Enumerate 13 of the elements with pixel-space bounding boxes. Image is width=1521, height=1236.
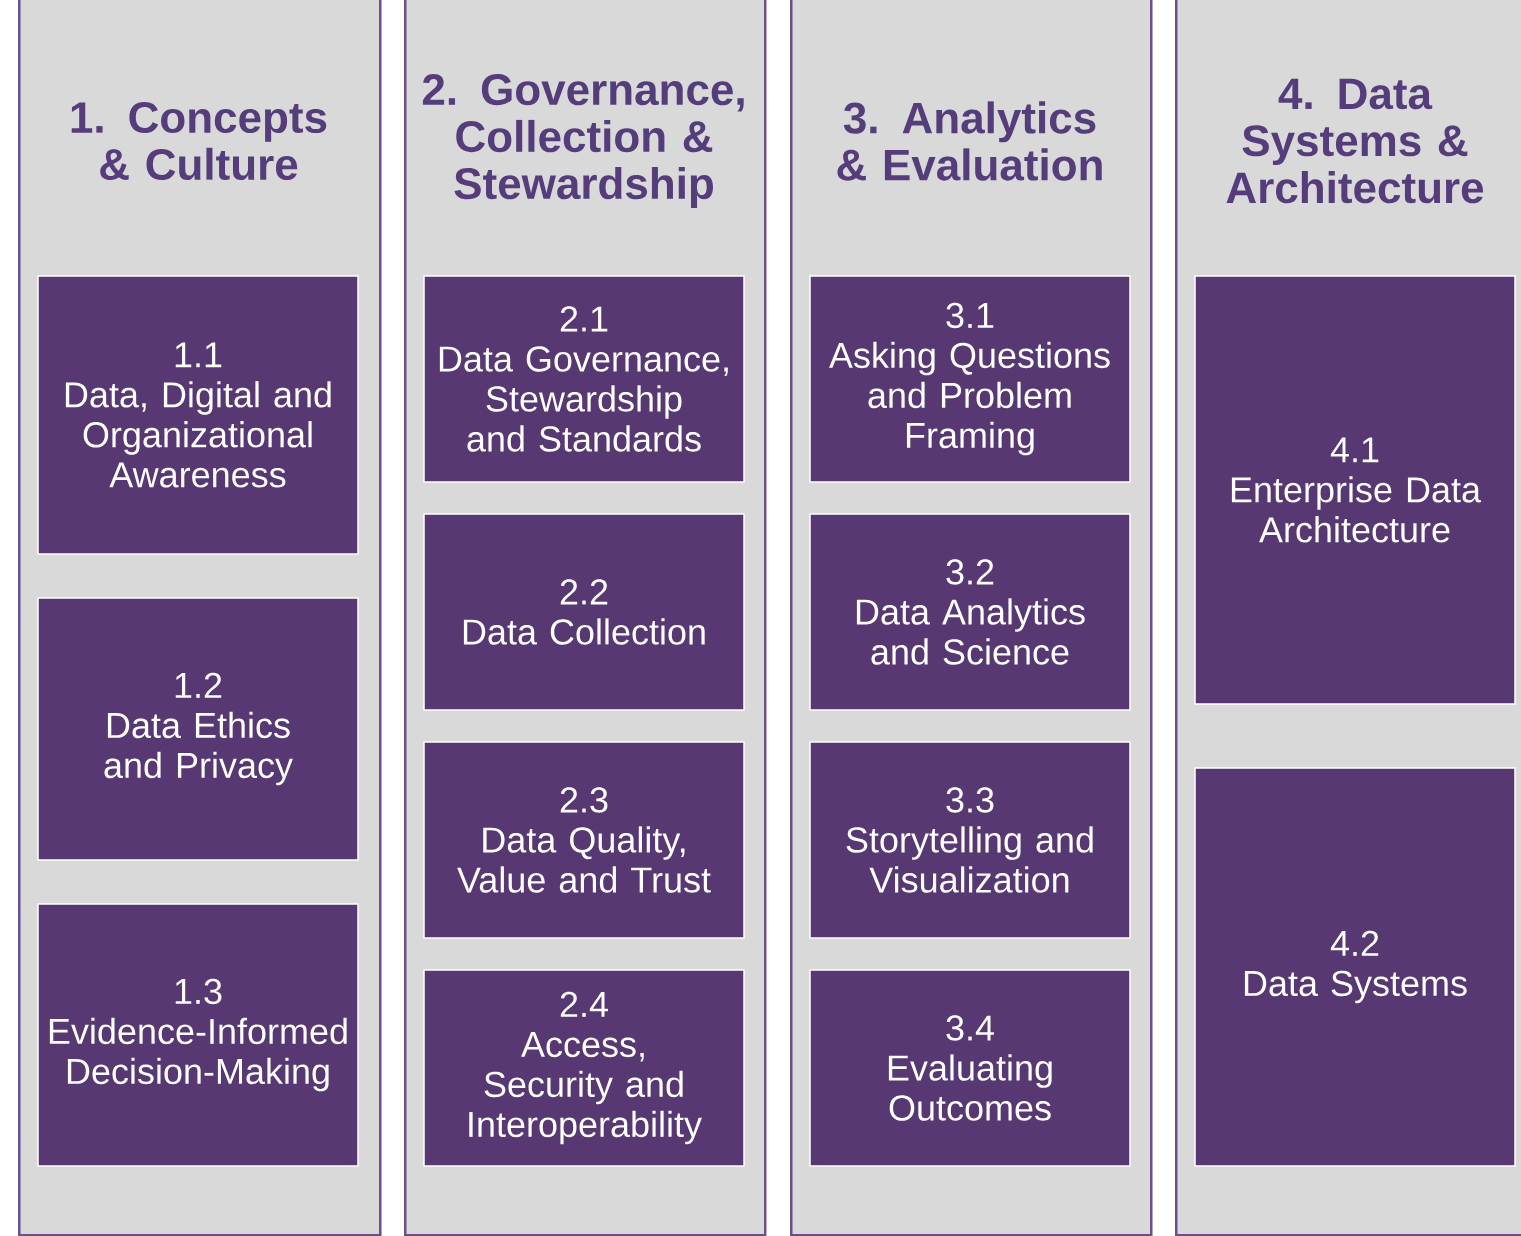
topic-box: 2.3 Data Quality, Value and Trust xyxy=(423,741,745,939)
topic-box: 2.2 Data Collection xyxy=(423,513,745,711)
topic-box: 3.1 Asking Questions and Problem Framing xyxy=(809,275,1131,483)
topic-box: 3.4 Evaluating Outcomes xyxy=(809,969,1131,1167)
topic-box: 3.2 Data Analytics and Science xyxy=(809,513,1131,711)
topic-box: 2.4 Access, Security and Interoperability xyxy=(423,969,745,1167)
topic-box: 3.3 Storytelling and Visualization xyxy=(809,741,1131,939)
topic-box: 4.1 Enterprise Data Architecture xyxy=(1194,275,1516,705)
topic-box: 4.2 Data Systems xyxy=(1194,767,1516,1167)
topic-box: 1.2 Data Ethics and Privacy xyxy=(37,597,359,861)
topic-box: 1.1 Data, Digital and Organizational Awareness xyxy=(37,275,359,555)
topic-box: 2.1 Data Governance, Stewardship and Standards xyxy=(423,275,745,483)
topic-box: 1.3 Evidence-Informed Decision-Making xyxy=(37,903,359,1167)
